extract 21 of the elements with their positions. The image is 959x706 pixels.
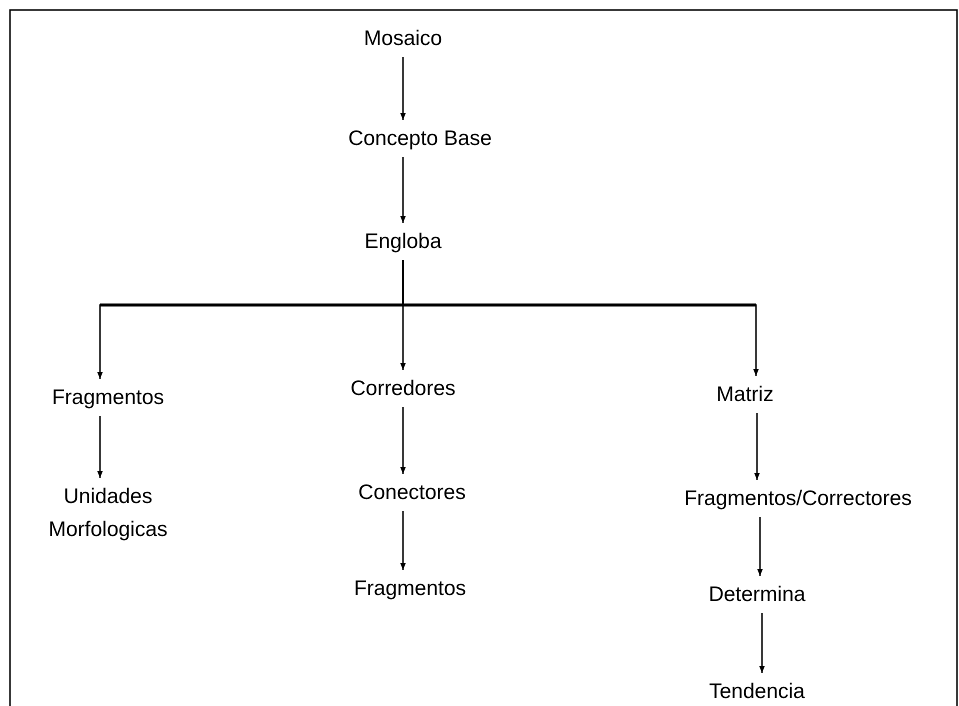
node-label: Unidades Morfologicas	[26, 478, 190, 548]
node-label: Fragmentos/Correctores	[682, 480, 914, 517]
node-label: Determina	[706, 576, 808, 613]
arrow	[97, 416, 103, 478]
node-label: Fragmentos	[50, 379, 166, 416]
node-label: Corredores	[348, 370, 458, 407]
node-label: Concepto Base	[346, 120, 494, 157]
arrow	[400, 157, 406, 223]
arrow	[754, 413, 760, 480]
node-label: Engloba	[362, 223, 444, 260]
arrow	[402, 260, 759, 376]
arrow	[400, 511, 406, 570]
arrow	[757, 517, 763, 576]
node-label: Fragmentos	[352, 570, 468, 607]
node-label: Mosaico	[362, 20, 444, 57]
node-label: Tendencia	[707, 673, 807, 706]
arrow	[400, 57, 406, 120]
arrow	[759, 613, 765, 673]
node-label: Matriz	[714, 376, 776, 413]
arrow	[400, 407, 406, 474]
node-label: Conectores	[356, 474, 468, 511]
